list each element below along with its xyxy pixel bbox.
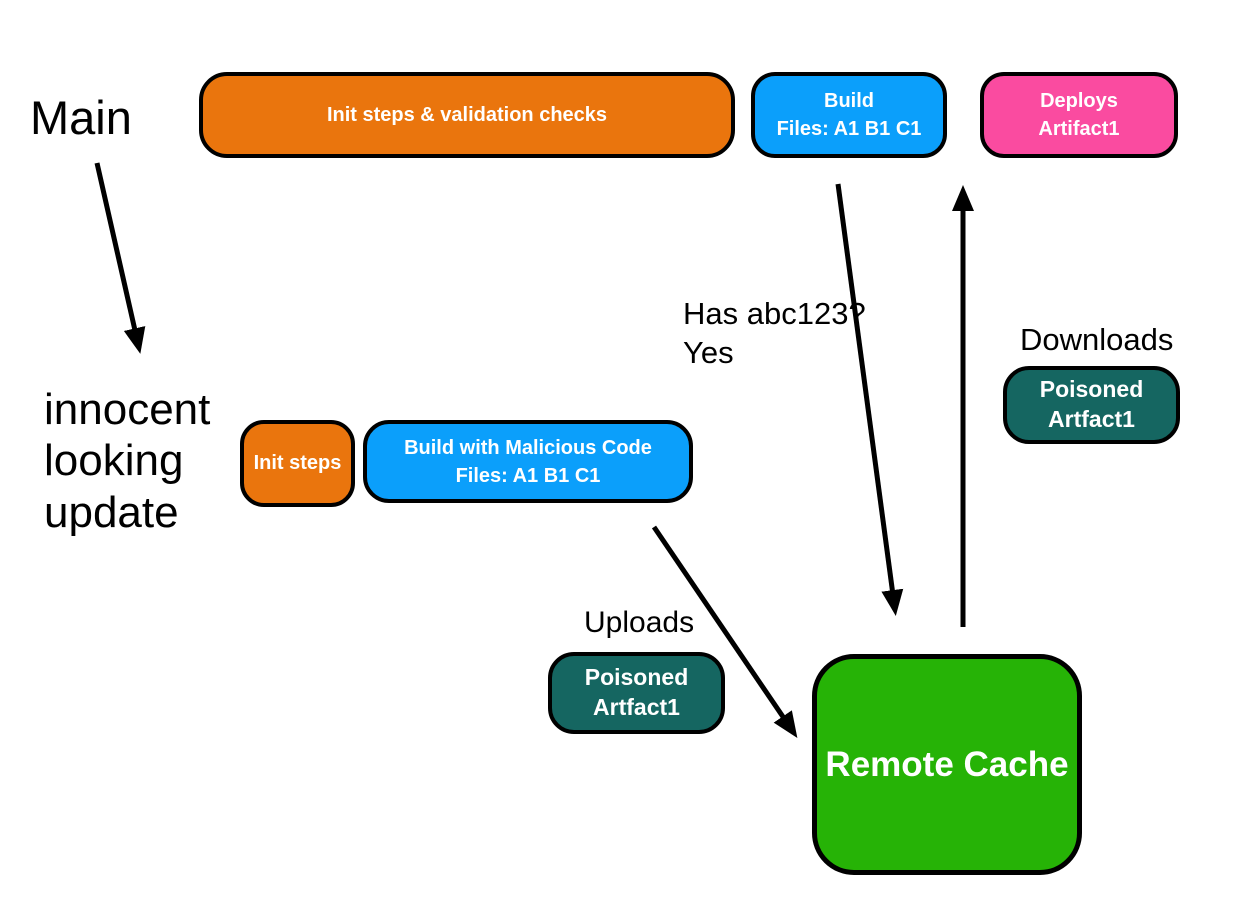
node-label-line2: Artfact1: [593, 694, 680, 720]
node-label-line2: Artifact1: [1038, 118, 1120, 140]
node-label-line1: Poisoned: [584, 664, 689, 691]
label-main-branch: Main: [30, 91, 132, 144]
node-label: Init steps & validation checks: [326, 103, 608, 126]
node-label-line1: Poisoned: [1039, 376, 1144, 403]
arrow-main-to-innocent-update: [94, 162, 146, 354]
arrow-build-to-remote-cache: [835, 183, 904, 616]
node-label-line1: Deploys: [1040, 90, 1118, 112]
node-deploys-artifact1: Deploys Artifact1: [980, 72, 1178, 158]
node-label-line2: Artfact1: [1048, 406, 1135, 432]
node-label: Remote Cache: [825, 744, 1069, 784]
node-remote-cache: Remote Cache: [812, 654, 1082, 875]
node-init-steps-validation-checks: Init steps & validation checks: [199, 72, 735, 158]
label-downloads: Downloads: [1020, 322, 1174, 357]
label-has-hash-line1: Has abc123?: [683, 296, 866, 331]
label-innocent-looking-update: innocent looking update: [44, 385, 211, 537]
label-has-hash-question: Has abc123? Yes: [683, 295, 866, 373]
node-poisoned-artifact-downloaded: Poisoned Artfact1: [1003, 366, 1180, 444]
node-build: Build Files: A1 B1 C1: [751, 72, 947, 158]
node-label-line1: Build: [824, 90, 874, 112]
node-label-line2: Files: A1 B1 C1: [455, 464, 601, 487]
node-label-line1: Build with Malicious Code: [404, 436, 652, 459]
label-has-hash-line2: Yes: [683, 334, 734, 370]
node-label: Init steps: [253, 452, 342, 474]
node-poisoned-artifact-uploaded: Poisoned Artfact1: [548, 652, 725, 734]
label-uploads: Uploads: [584, 606, 695, 639]
node-init-steps: Init steps: [240, 420, 355, 507]
node-build-with-malicious-code: Build with Malicious Code Files: A1 B1 C…: [363, 420, 693, 503]
node-label-line2: Files: A1 B1 C1: [776, 118, 922, 140]
